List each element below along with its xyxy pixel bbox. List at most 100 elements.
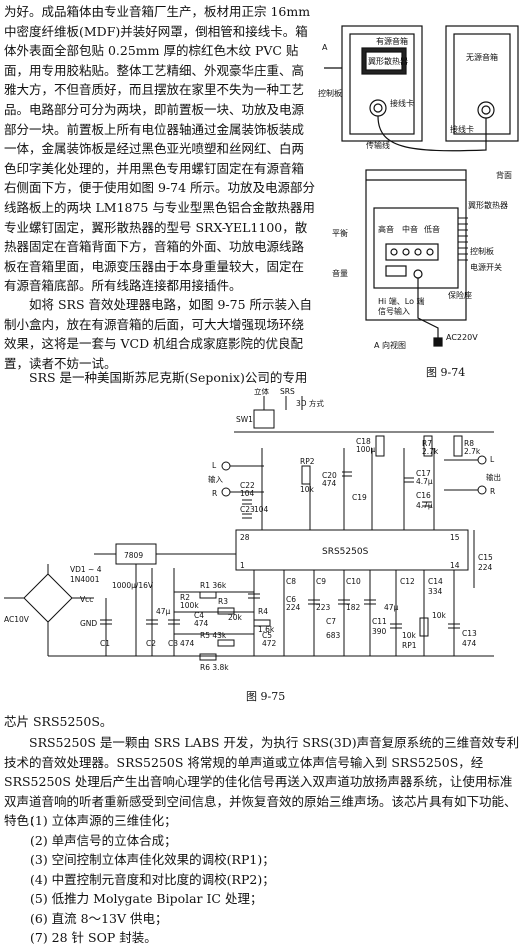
list-item: (7) 28 针 SOP 封装。	[30, 930, 157, 945]
svg-text:SRS: SRS	[280, 388, 295, 396]
svg-text:224: 224	[286, 603, 301, 612]
paragraph-2: 电路部分可分为两块，即前置板一块、功放及电源部分一块。前置板上所有电位器轴通过金…	[4, 102, 316, 294]
figure-9-74: A 有源音箱 翼形散热器 无源音箱 控制板 接线卡 接线卡 传输线 背面 高音 …	[318, 25, 519, 350]
svg-text:控制板: 控制板	[470, 246, 494, 256]
svg-text:R7: R7	[422, 439, 432, 448]
svg-text:R: R	[490, 487, 495, 496]
svg-text:14: 14	[450, 561, 460, 570]
svg-text:R4: R4	[258, 607, 268, 616]
svg-text:474: 474	[462, 639, 477, 648]
svg-text:输入: 输入	[208, 474, 223, 484]
svg-text:7809: 7809	[124, 551, 143, 560]
svg-text:104: 104	[254, 505, 269, 514]
svg-text:10k: 10k	[402, 631, 417, 640]
svg-text:SRS5250S: SRS5250S	[322, 547, 369, 557]
svg-text:1: 1	[240, 561, 245, 570]
svg-text:1000μ/16V: 1000μ/16V	[112, 581, 154, 590]
svg-text:控制板: 控制板	[318, 88, 342, 98]
svg-text:100μ: 100μ	[356, 445, 375, 454]
svg-text:C12: C12	[400, 577, 415, 586]
svg-text:接线卡: 接线卡	[450, 124, 474, 134]
srs5250s-chip	[235, 529, 469, 571]
svg-text:C5: C5	[262, 631, 272, 640]
svg-text:音量: 音量	[332, 268, 348, 278]
svg-text:AC220V: AC220V	[446, 333, 478, 342]
svg-text:47μ: 47μ	[156, 607, 171, 616]
svg-text:立体: 立体	[254, 388, 269, 396]
svg-text:1.6k: 1.6k	[258, 625, 275, 634]
svg-text:Vcc: Vcc	[80, 595, 93, 604]
list-item: (2) 单声信号的立体合成；	[30, 832, 177, 848]
svg-text:47μ: 47μ	[384, 603, 399, 612]
caption-9-75: 图 9-75	[246, 690, 286, 703]
svg-text:C2: C2	[146, 639, 156, 648]
svg-text:输出: 输出	[486, 472, 501, 482]
svg-text:C15: C15	[478, 553, 493, 562]
paragraph-4: SRS 是一种美国斯苏尼克斯(Seponix)公司的专用	[29, 370, 308, 385]
svg-text:3D 方式: 3D 方式	[296, 398, 324, 408]
svg-text:104: 104	[240, 489, 255, 498]
svg-text:R6 3.8k: R6 3.8k	[200, 663, 229, 672]
svg-text:223: 223	[316, 603, 331, 612]
svg-text:472: 472	[262, 639, 277, 648]
svg-text:C4: C4	[194, 611, 204, 620]
svg-text:15: 15	[450, 533, 460, 542]
label-A: A	[322, 43, 328, 52]
svg-text:C9: C9	[316, 577, 326, 586]
svg-text:RP1: RP1	[402, 641, 417, 650]
svg-text:R3: R3	[218, 597, 228, 606]
svg-text:C20: C20	[322, 471, 337, 480]
svg-text:224: 224	[478, 563, 493, 572]
svg-text:C14: C14	[428, 577, 443, 586]
svg-text:有源音箱: 有源音箱	[376, 36, 408, 46]
svg-text:无源音箱: 无源音箱	[466, 52, 498, 62]
svg-text:SW1: SW1	[236, 415, 253, 424]
paragraph-3: 如将 SRS 音效处理器电路，如图 9-75 所示装入自制小盒内，放在有源音箱的…	[4, 297, 313, 371]
svg-text:28: 28	[240, 533, 250, 542]
svg-text:C10: C10	[346, 577, 361, 586]
caption-9-74: 图 9-74	[426, 366, 466, 379]
svg-text:翼形散热器: 翼形散热器	[468, 200, 508, 210]
svg-text:C7: C7	[326, 617, 336, 626]
svg-text:AC10V: AC10V	[4, 615, 30, 624]
svg-text:L: L	[212, 461, 217, 470]
svg-text:R2: R2	[180, 593, 190, 602]
svg-text:中音: 中音	[402, 224, 418, 234]
svg-text:474: 474	[322, 479, 337, 488]
svg-text:平衡: 平衡	[332, 228, 348, 238]
list-item: (4) 中置控制元音度和对比度的调校(RP2)；	[30, 871, 275, 887]
paragraph-5: 芯片 SRS5250S。	[4, 714, 113, 729]
svg-text:翼形散热器: 翼形散热器	[368, 56, 408, 66]
svg-text:10k: 10k	[432, 611, 447, 620]
svg-text:C19: C19	[352, 493, 367, 502]
svg-text:2.7k: 2.7k	[422, 447, 439, 456]
svg-text:4.7μ: 4.7μ	[416, 477, 433, 486]
svg-text:683: 683	[326, 631, 341, 640]
svg-text:100k: 100k	[180, 601, 199, 610]
svg-text:R8: R8	[464, 439, 474, 448]
svg-text:背面: 背面	[496, 170, 512, 180]
svg-text:RP2: RP2	[300, 457, 315, 466]
svg-text:低音: 低音	[424, 224, 440, 234]
speaker-back-view	[365, 169, 467, 321]
svg-text:C17: C17	[416, 469, 431, 478]
svg-text:信号输入: 信号输入	[378, 306, 410, 316]
list-item: (3) 空间控制立体声佳化效果的调校(RP1)；	[30, 852, 275, 868]
svg-text:A 向视图: A 向视图	[374, 340, 406, 350]
svg-text:C6: C6	[286, 595, 296, 604]
list-item: (6) 直流 8～13V 供电；	[30, 910, 168, 926]
svg-text:C13: C13	[462, 629, 477, 638]
svg-text:GND: GND	[80, 619, 97, 628]
svg-text:C23: C23	[240, 505, 255, 514]
svg-text:474: 474	[180, 639, 195, 648]
passive-speaker-box	[445, 25, 519, 142]
svg-text:R: R	[212, 489, 217, 498]
active-speaker-box	[341, 25, 423, 142]
list-item: (1) 立体声源的三维佳化；	[30, 813, 177, 828]
svg-text:C16: C16	[416, 491, 431, 500]
svg-text:C22: C22	[240, 481, 255, 490]
svg-text:182: 182	[346, 603, 361, 612]
svg-text:334: 334	[428, 587, 443, 596]
svg-text:R5 43k: R5 43k	[200, 631, 227, 640]
svg-text:C11: C11	[372, 617, 387, 626]
